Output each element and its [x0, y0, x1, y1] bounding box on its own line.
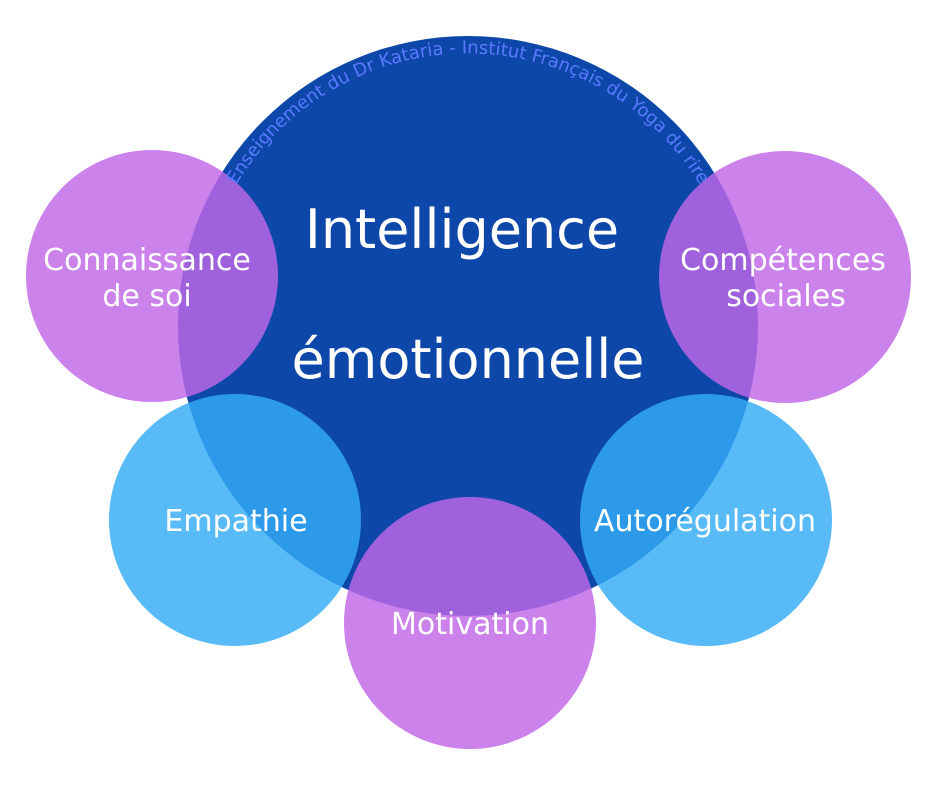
motivation-circle	[344, 497, 596, 749]
self-awareness-label-line2: de soi	[102, 279, 191, 314]
social-skills-label-line1: Compétences	[680, 243, 886, 278]
social-skills-circle	[659, 151, 911, 403]
motivation-label: Motivation	[391, 607, 549, 642]
social-skills-label-line2: sociales	[726, 279, 846, 314]
empathy-circle	[109, 394, 361, 646]
self-regulation-label: Autorégulation	[594, 504, 816, 539]
center-title-line1: Intelligence	[305, 198, 619, 261]
self-regulation-circle	[580, 394, 832, 646]
self-awareness-label-line1: Connaissance	[43, 243, 251, 278]
empathy-label: Empathie	[164, 504, 307, 539]
center-title-line2: émotionnelle	[292, 328, 645, 391]
self-awareness-circle	[26, 150, 278, 402]
